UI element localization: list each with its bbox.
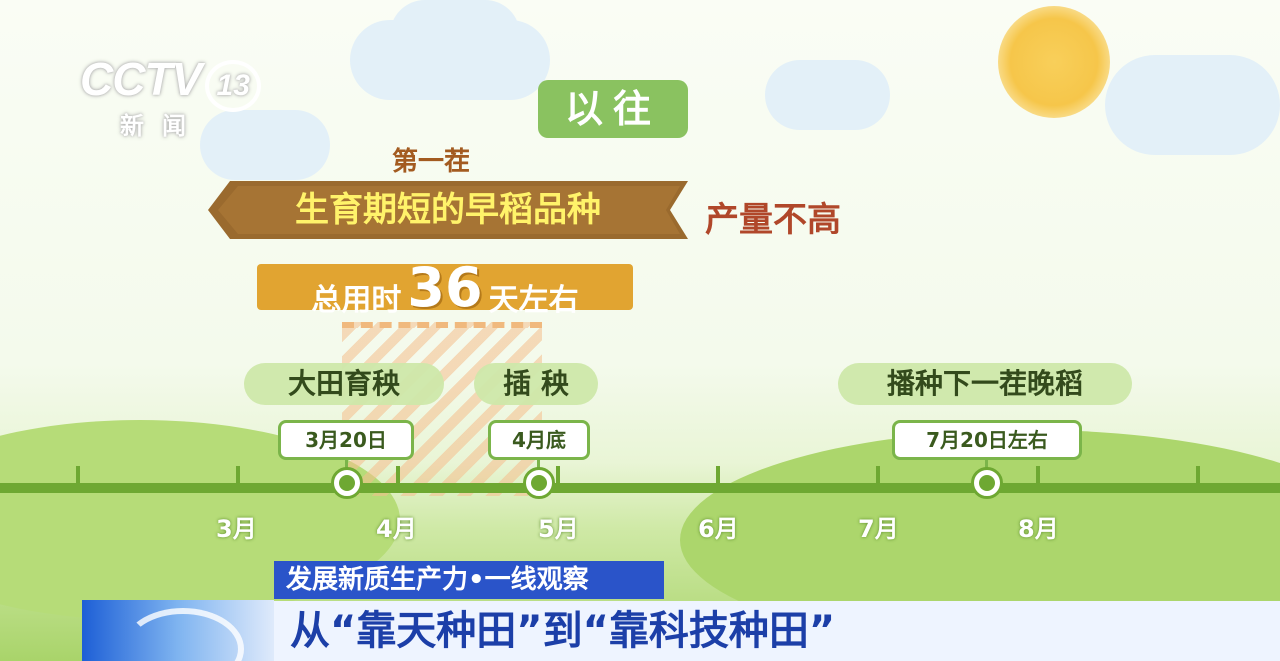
axis-tick [76, 466, 80, 486]
cloud [200, 110, 330, 180]
axis-tick [1196, 466, 1200, 486]
date-late-rice: 7月20日左右 [892, 420, 1082, 460]
duration-span [342, 322, 542, 496]
date-seedling: 3月20日 [278, 420, 414, 460]
axis-tick [556, 466, 560, 486]
month-label: 5月 [538, 515, 579, 543]
timeline-marker [523, 467, 555, 499]
timeline-marker [331, 467, 363, 499]
axis-tick [236, 466, 240, 486]
period-badge: 以往 [538, 80, 688, 138]
axis-tick [876, 466, 880, 486]
total-suffix: 天左右 [488, 283, 579, 318]
axis-tick [396, 466, 400, 486]
total-days: 36 [407, 256, 483, 319]
month-label: 7月 [858, 515, 899, 543]
month-label: 3月 [216, 515, 257, 543]
variety-banner: 生育期短的早稻品种 [208, 181, 688, 239]
variety-text: 生育期短的早稻品种 [295, 190, 601, 230]
month-label: 4月 [376, 515, 417, 543]
axis-tick [716, 466, 720, 486]
connector [345, 459, 348, 471]
connector [985, 459, 988, 471]
axis-tick [1036, 466, 1040, 486]
stage-label-transplant: 插 秧 [474, 363, 598, 405]
globe-graphic [82, 600, 274, 661]
month-label: 6月 [698, 515, 739, 543]
connector [537, 459, 540, 471]
caption-tag: 发展新质生产力•一线观察 [274, 561, 664, 599]
timeline-marker [971, 467, 1003, 499]
cloud [765, 60, 890, 130]
total-prefix: 总用时 [311, 283, 402, 318]
date-transplant: 4月底 [488, 420, 590, 460]
stage-label-seedling: 大田育秧 [244, 363, 444, 405]
cloud [390, 0, 520, 70]
caption-headline: 从“靠天种田”到“靠科技种田” [274, 601, 1280, 661]
yield-note: 产量不高 [705, 200, 841, 240]
cloud [1105, 55, 1280, 155]
timeline-axis [0, 483, 1280, 493]
sun-icon [998, 6, 1110, 118]
first-crop-label: 第一茬 [392, 147, 471, 177]
stage-label-late-rice: 播种下一茬晚稻 [838, 363, 1132, 405]
banner-ribbon [208, 181, 688, 239]
month-label: 8月 [1018, 515, 1059, 543]
